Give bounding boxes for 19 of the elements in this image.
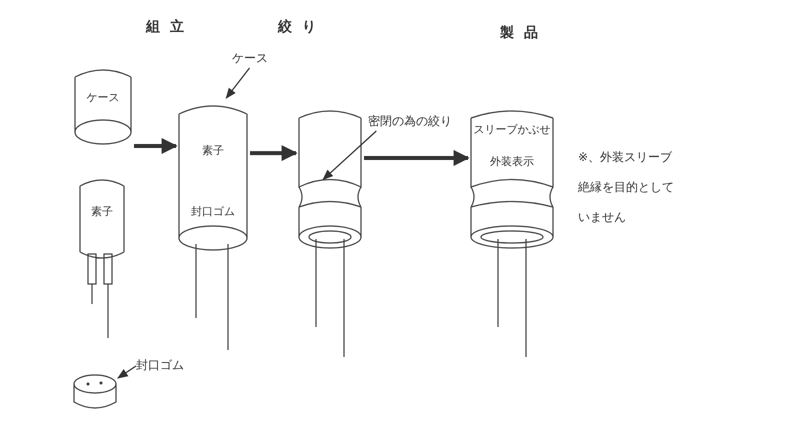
process-arrow: [250, 145, 298, 162]
part-label: 外装表示: [489, 154, 535, 169]
part-label: 封口ゴム: [190, 204, 236, 219]
leader-line: [226, 68, 250, 99]
callout-label: ケース: [232, 50, 282, 68]
process-arrow: [134, 138, 178, 154]
column-heading: 製品: [500, 24, 548, 42]
column-heading: 絞り: [278, 18, 326, 36]
leader-line: [322, 130, 377, 180]
part-label: スリーブかぶせ: [472, 122, 552, 137]
callout-label: 封口ゴム: [136, 357, 216, 375]
process-arrow: [364, 150, 470, 166]
leader-line: [117, 366, 136, 379]
column-heading: 組立: [146, 18, 194, 36]
part-label: 素子: [90, 204, 114, 219]
part-label: 素子: [201, 143, 225, 158]
note-text: ※、外装スリーブ絶縁を目的としていません: [578, 149, 675, 226]
callout-label: 密閉の為の絞り: [368, 113, 472, 131]
part-label: ケース: [86, 90, 120, 105]
